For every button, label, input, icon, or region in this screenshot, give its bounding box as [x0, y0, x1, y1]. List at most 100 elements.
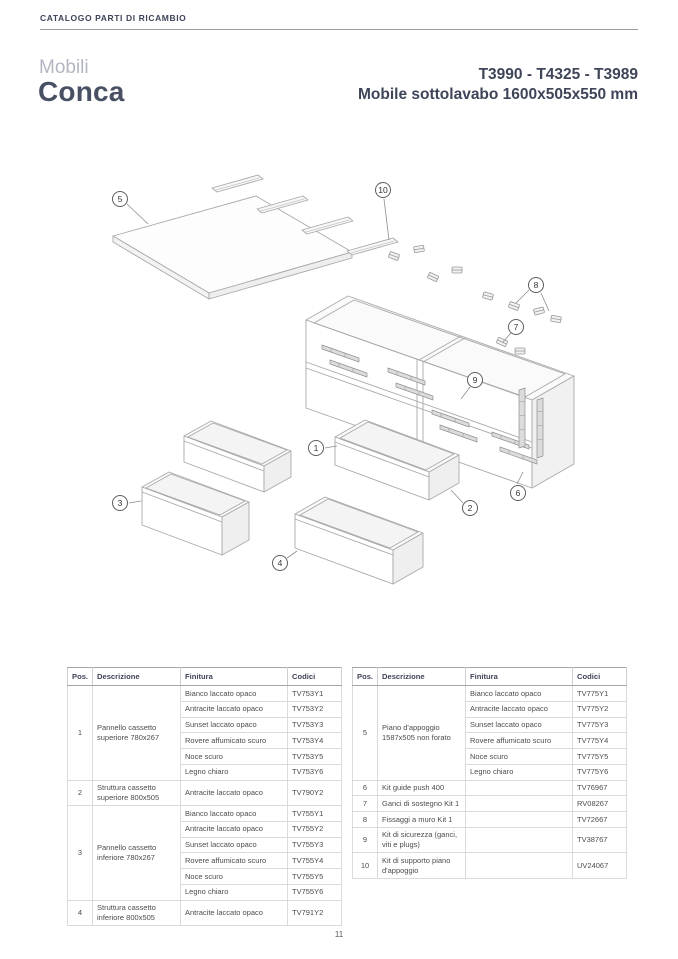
finish-cell: Legno chiaro — [465, 763, 573, 781]
callout-8: 8 — [528, 277, 544, 293]
code-cell: TV753Y2 — [287, 700, 342, 718]
column-header: Pos. — [352, 667, 378, 686]
finish-cell — [465, 811, 573, 828]
code-cell: TV775Y1 — [572, 685, 627, 702]
code-cell: TV791Y2 — [287, 899, 342, 926]
finish-cell — [465, 795, 573, 812]
finish-cell: Antracite laccato opaco — [180, 899, 288, 926]
description-cell: Kit di sicurezza (ganci, viti e plugs) — [377, 826, 466, 854]
pos-cell: 3 — [67, 805, 93, 901]
callout-2: 2 — [462, 500, 478, 516]
finish-cell: Noce scuro — [180, 868, 288, 885]
code-cell: TV753Y1 — [287, 685, 342, 702]
finish-cell — [465, 779, 573, 797]
finish-cell: Bianco laccato opaco — [180, 805, 288, 822]
callout-10: 10 — [375, 182, 391, 198]
column-header: Pos. — [67, 667, 93, 686]
callout-3: 3 — [112, 495, 128, 511]
finish-cell: Rovere affumicato scuro — [465, 732, 573, 749]
code-cell: TV755Y3 — [287, 836, 342, 854]
finish-cell: Sunset laccato opaco — [465, 716, 573, 734]
description-cell: Piano d'appoggio 1587x505 non forato — [377, 685, 466, 781]
code-cell: TV775Y3 — [572, 716, 627, 734]
code-cell: TV38767 — [572, 826, 627, 854]
pos-cell: 1 — [67, 685, 93, 781]
finish-cell: Legno chiaro — [180, 763, 288, 781]
callout-1: 1 — [308, 440, 324, 456]
finish-cell: Sunset laccato opaco — [180, 716, 288, 734]
finish-cell: Sunset laccato opaco — [180, 836, 288, 854]
product-name: Conca — [38, 76, 125, 107]
code-cell: TV775Y5 — [572, 748, 627, 765]
callout-4: 4 — [272, 555, 288, 571]
pos-cell: 9 — [352, 826, 378, 854]
code-cell: TV755Y2 — [287, 820, 342, 838]
finish-cell: Bianco laccato opaco — [465, 685, 573, 702]
code-cell: TV76967 — [572, 779, 627, 797]
column-header: Codici — [572, 667, 627, 686]
catalog-label: CATALOGO PARTI DI RICAMBIO — [40, 13, 187, 23]
column-header: Descrizione — [377, 667, 466, 686]
description-cell: Ganci di sostegno Kit 1 — [377, 795, 466, 812]
pos-cell: 4 — [67, 899, 93, 926]
finish-cell: Bianco laccato opaco — [180, 685, 288, 702]
page-number: 11 — [334, 930, 344, 939]
pos-cell: 8 — [352, 811, 378, 828]
finish-cell: Antracite laccato opaco — [180, 820, 288, 838]
code-cell: TV755Y1 — [287, 805, 342, 822]
code-cell: TV775Y2 — [572, 700, 627, 718]
description-cell: Kit di supporto piano d'appoggio — [377, 852, 466, 879]
code-cell: TV755Y6 — [287, 883, 342, 901]
finish-cell: Noce scuro — [180, 748, 288, 765]
finish-cell: Legno chiaro — [180, 883, 288, 901]
series-title: Mobili — [39, 57, 89, 78]
code-cell: TV753Y4 — [287, 732, 342, 749]
code-cell: TV775Y4 — [572, 732, 627, 749]
column-header: Descrizione — [92, 667, 181, 686]
finish-cell: Antracite laccato opaco — [180, 700, 288, 718]
callout-6: 6 — [510, 485, 526, 501]
description-cell: Pannello cassetto inferiore 780x267 — [92, 805, 181, 901]
pos-cell: 5 — [352, 685, 378, 781]
column-header: Codici — [287, 667, 342, 686]
callout-5: 5 — [112, 191, 128, 207]
code-cell: UV24067 — [572, 852, 627, 879]
header-rule — [40, 29, 638, 30]
code-cell: TV753Y5 — [287, 748, 342, 765]
column-header: Finitura — [180, 667, 288, 686]
product-subtitle: Mobile sottolavabo 1600x505x550 mm — [358, 86, 638, 103]
code-cell: TV753Y3 — [287, 716, 342, 734]
description-cell: Pannello cassetto superiore 780x267 — [92, 685, 181, 781]
code-cell: RV08267 — [572, 795, 627, 812]
finish-cell: Antracite laccato opaco — [465, 700, 573, 718]
finish-cell: Rovere affumicato scuro — [180, 852, 288, 869]
code-cell: TV790Y2 — [287, 779, 342, 806]
finish-cell — [465, 826, 573, 854]
code-cell: TV753Y6 — [287, 763, 342, 781]
finish-cell: Antracite laccato opaco — [180, 779, 288, 806]
callout-7: 7 — [508, 319, 524, 335]
